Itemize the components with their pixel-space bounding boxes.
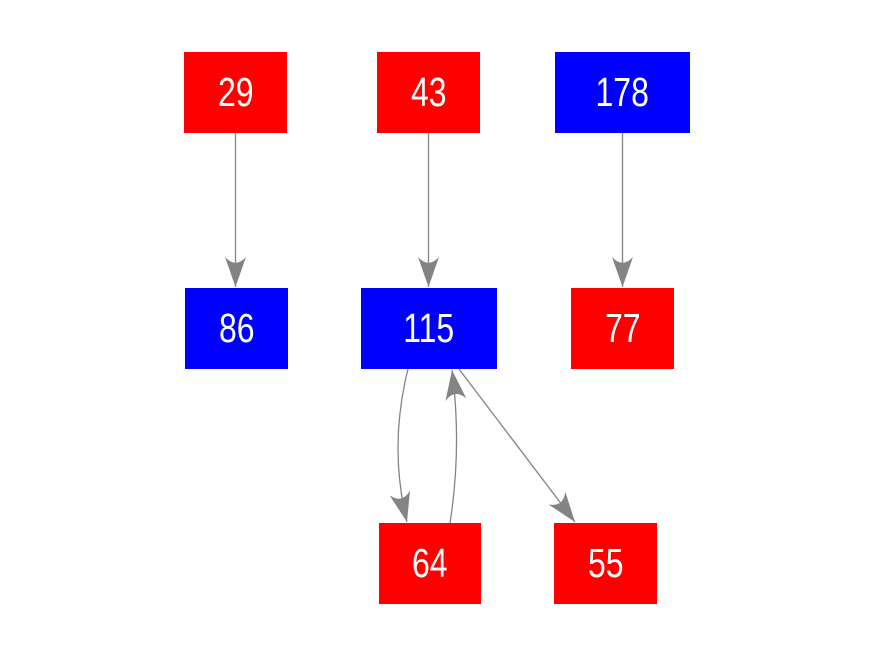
arrowhead-29-86 (225, 257, 246, 287)
graph-node-43[interactable]: 43 (377, 52, 480, 133)
arrowhead-64-115 (445, 370, 467, 402)
graph-node-29[interactable]: 29 (184, 52, 287, 133)
arrowhead-43-115 (418, 257, 439, 287)
graph-node-77[interactable]: 77 (571, 288, 674, 369)
arrowhead-115-64 (389, 490, 411, 522)
node-label: 29 (217, 69, 254, 115)
graph-node-178[interactable]: 178 (555, 52, 690, 133)
node-label: 77 (604, 305, 641, 351)
edge-115-55 (458, 368, 576, 523)
graph-node-55[interactable]: 55 (554, 523, 657, 604)
graph-node-115[interactable]: 115 (361, 288, 497, 369)
node-label: 64 (412, 540, 448, 586)
node-label: 43 (410, 69, 447, 115)
arrowhead-178-77 (612, 257, 633, 287)
graph-node-86[interactable]: 86 (185, 288, 288, 369)
node-label: 86 (218, 305, 255, 351)
graph-node-64[interactable]: 64 (379, 523, 481, 604)
arrowhead-115-55 (548, 491, 575, 522)
node-label: 55 (587, 540, 624, 586)
node-label: 115 (403, 305, 455, 351)
node-label: 178 (595, 69, 650, 115)
